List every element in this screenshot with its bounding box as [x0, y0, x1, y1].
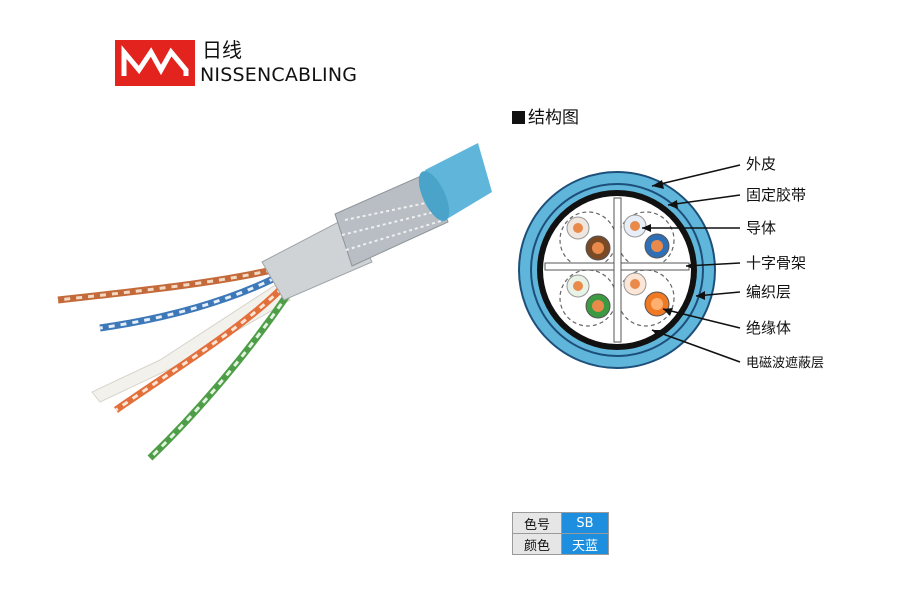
- leader-lines: [642, 164, 741, 363]
- cross-spline-strip: [91, 281, 291, 403]
- spec-value: 天蓝: [561, 533, 609, 555]
- table-row: 色号 SB: [512, 512, 609, 534]
- spec-value: SB: [561, 512, 609, 534]
- spec-key: 颜色: [512, 533, 562, 555]
- brand-name-en: NISSENCABLING: [200, 64, 358, 86]
- label-fixing-tape: 固定胶带: [746, 186, 807, 204]
- label-cross-spline: 十字骨架: [746, 254, 807, 272]
- square-bullet-icon: [512, 111, 525, 124]
- spec-key: 色号: [512, 512, 562, 534]
- brand-logo-icon: [115, 40, 195, 86]
- label-jacket: 外皮: [746, 155, 777, 173]
- pair-green: [147, 292, 291, 461]
- leader-arrowheads: [642, 180, 705, 338]
- label-conductor: 导体: [746, 219, 777, 237]
- pair-orange-brown: [57, 266, 273, 304]
- table-row: 颜色 天蓝: [512, 533, 609, 555]
- diagram-title: 结构图: [512, 108, 579, 128]
- label-emi-shield: 电磁波遮蔽层: [746, 356, 825, 371]
- brand-name-cn: 日线: [202, 38, 242, 62]
- diagram-title-text: 结构图: [528, 108, 579, 128]
- label-braid: 编织层: [746, 283, 792, 301]
- spec-table: 色号 SB 颜色 天蓝: [512, 512, 609, 555]
- pair-blue: [99, 274, 277, 332]
- pair-orange: [113, 285, 285, 413]
- label-insulation: 绝缘体: [746, 319, 792, 337]
- cross-section-diagram: [518, 171, 716, 369]
- braid-shield: [334, 171, 449, 267]
